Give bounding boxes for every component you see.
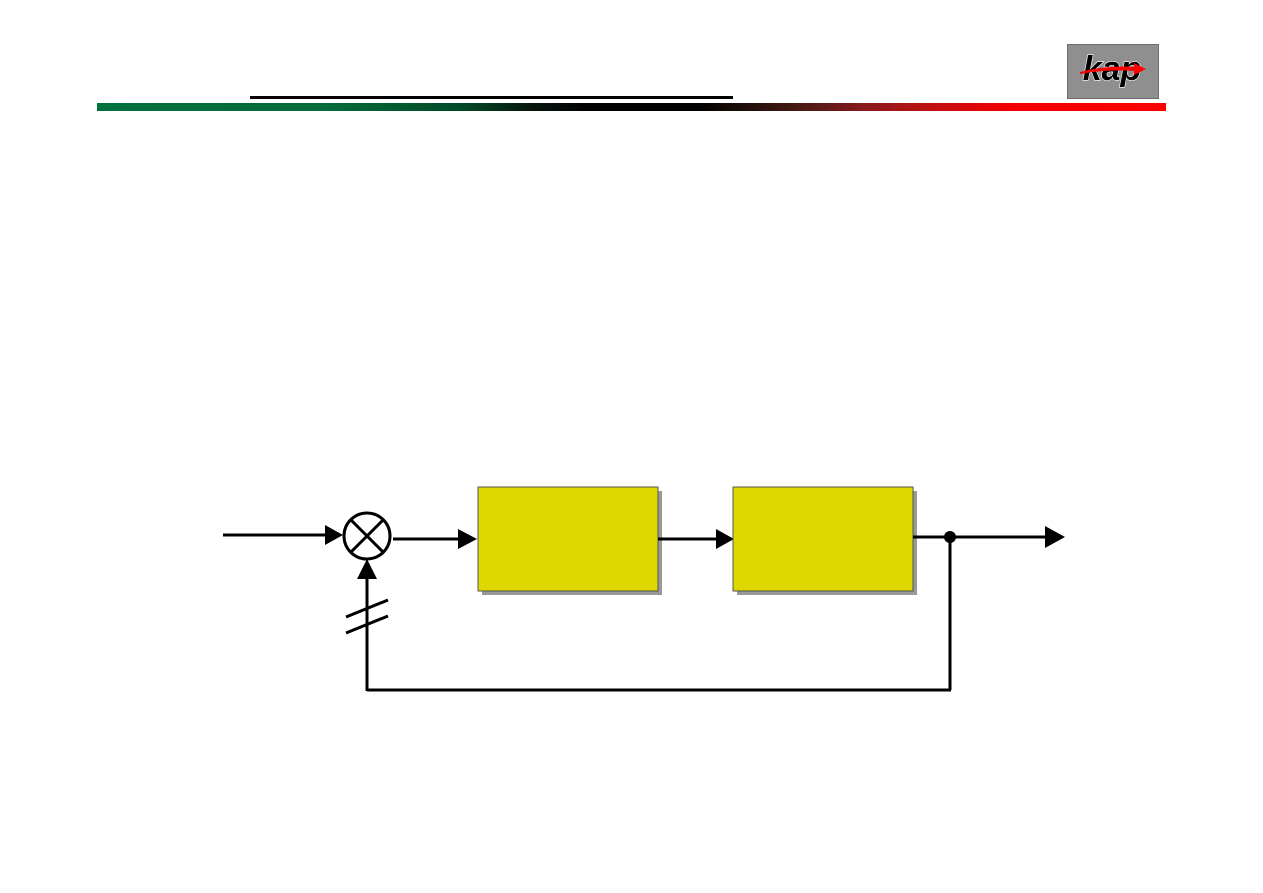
logo-swoosh-arrow: [1080, 63, 1146, 75]
kap-logo-graphic: kap: [1080, 49, 1146, 89]
title-underline: [250, 96, 733, 99]
feedback-break-marker: [345, 598, 389, 635]
block-2-body: [732, 486, 914, 592]
output-arrow: [913, 526, 1065, 548]
feedback-arrowhead: [357, 559, 377, 579]
header-color-bar: [97, 103, 1166, 111]
junction-cross-line-2: [349, 518, 385, 554]
input-arrow: [223, 525, 343, 545]
junction-to-block1-arrow: [393, 529, 477, 549]
block-1-body: [477, 486, 659, 592]
block-1: [477, 486, 662, 595]
block1-to-block2-arrow: [658, 529, 734, 549]
summing-junction: [342, 511, 392, 561]
kap-logo: kap: [1067, 44, 1159, 99]
block-2: [732, 486, 917, 595]
feedback-path: [357, 537, 952, 692]
